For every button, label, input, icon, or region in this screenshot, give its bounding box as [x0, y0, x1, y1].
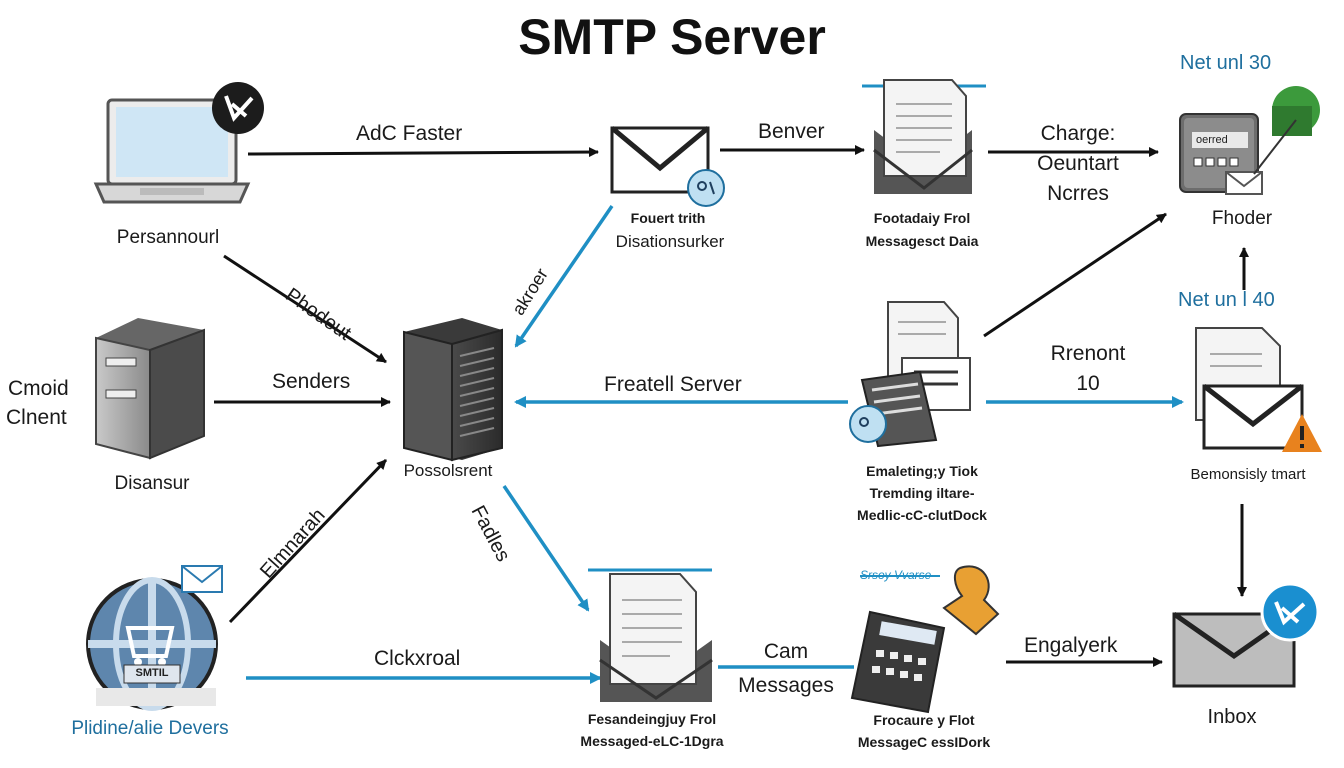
document-bottom-line1: Fesandeingjuy Frol — [587, 711, 717, 727]
edge-label-processing-bounce-1: Rrenont — [1050, 342, 1126, 365]
file-server-icon — [95, 318, 205, 460]
processing-bottom-line2: MessageC essIDork — [857, 734, 991, 750]
file-server-label: Disansur — [114, 473, 190, 494]
side-label-line1: Cmoid — [8, 377, 69, 400]
edge-laptop-to-envelope — [247, 147, 599, 158]
storage-top-label: Fhoder — [1211, 208, 1273, 229]
edge-label-document-storage-2: Oeuntart — [1037, 152, 1119, 175]
edge-laptop-to-server — [223, 254, 387, 364]
document-top-line1: Footadaiy Frol — [873, 210, 971, 226]
edge-label-document-storage-3: Ncrres — [1047, 182, 1109, 205]
document-bottom-line2: Messaged-eLC-1Dgra — [580, 733, 724, 749]
side-label-line2: Clnent — [6, 406, 67, 429]
globe-badge: SMTIL — [135, 667, 169, 679]
storage-top-screen-text: oerred — [1196, 134, 1228, 146]
core-server-label: Possolsrent — [403, 461, 493, 480]
edge-label-fileserver-server: Senders — [272, 370, 351, 393]
inbox-icon — [1172, 582, 1320, 688]
edge-label-processing-inbox: Engalyerk — [1024, 634, 1118, 657]
core-server-icon — [403, 318, 503, 462]
edge-label-document-storage-1: Charge: — [1040, 122, 1116, 145]
edge-label-globe-document: Clckxroal — [374, 647, 461, 670]
document-bottom-icon — [588, 568, 713, 702]
storage-top-icon — [1179, 86, 1320, 195]
processing-bottom-line1: Frocaure y Flot — [873, 712, 975, 728]
inbox-label: Inbox — [1207, 706, 1257, 728]
processing-mid-line2: Tremding iltare- — [869, 485, 975, 501]
edge-label-envelope-document: Benver — [758, 120, 825, 143]
document-top-line2: Messagesct Daia — [865, 233, 979, 249]
edge-server-to-document — [502, 485, 590, 612]
processing-mid-icon — [849, 301, 971, 448]
diagram-title: SMTP Server — [518, 9, 826, 65]
processing-bottom-icon — [850, 565, 1000, 714]
globe-label: Plidine/alie Devers — [71, 718, 229, 739]
laptop-label: Persannourl — [116, 227, 220, 248]
edge-label-processing-bounce-2: 10 — [1076, 372, 1100, 395]
edge-label-document-processing-1: Cam — [763, 640, 809, 663]
processing-bottom-header: Srsoy Vvarse — [860, 568, 932, 582]
edge-envelope-to-server — [514, 205, 614, 348]
globe-icon — [86, 565, 223, 711]
edge-globe-to-server — [228, 458, 388, 624]
document-top-icon — [862, 79, 986, 194]
edge-label-processing-server: Freatell Server — [604, 373, 742, 396]
edge-processing-to-storage — [983, 212, 1167, 338]
bounce-mid-label: Bemonsisly tmart — [1190, 466, 1306, 483]
edge-label-document-processing-2: Messages — [738, 674, 834, 697]
storage-top-header: Net unl 30 — [1180, 52, 1272, 74]
edge-label-laptop-envelope: AdC Faster — [356, 122, 463, 145]
bounce-mid-header: Net un l 40 — [1178, 289, 1275, 311]
processing-mid-line3: Medlic-cC-clutDock — [857, 507, 987, 523]
laptop-icon — [93, 82, 264, 204]
envelope-top-line2: Disationsurker — [615, 232, 725, 251]
envelope-top-icon — [610, 126, 725, 207]
envelope-top-line1: Fouert trith — [630, 210, 706, 226]
bounce-mid-icon — [1195, 327, 1322, 452]
processing-mid-line1: Emaleting;y Tiok — [866, 463, 978, 479]
